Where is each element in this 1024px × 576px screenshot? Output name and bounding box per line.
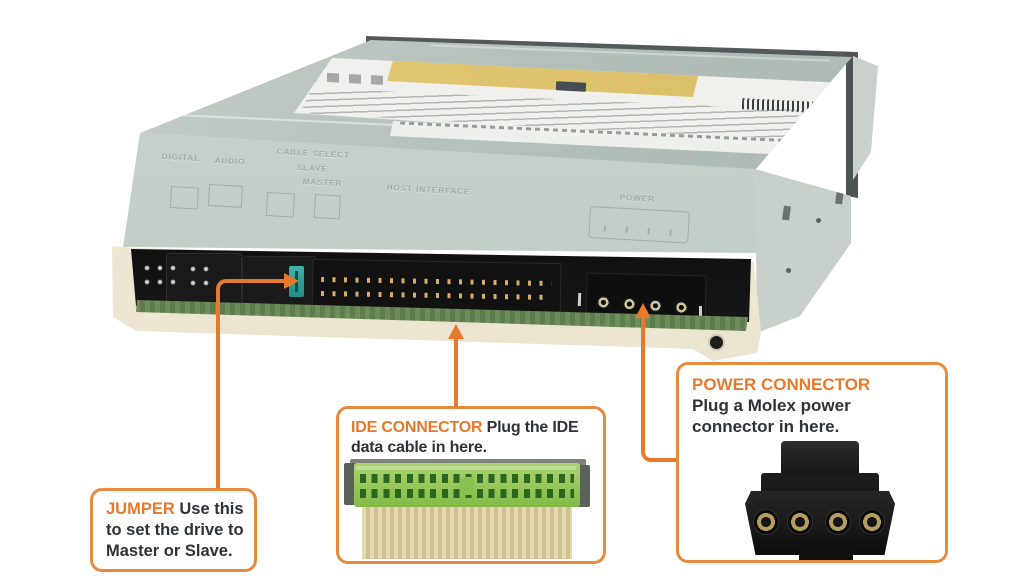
- callout-power-text: POWER CONNECTOR Plug a Molex power conne…: [692, 374, 887, 437]
- ide-pin-row-1: [321, 276, 552, 286]
- top-face-screw-hole: [820, 136, 825, 141]
- callout-ide-title: IDE CONNECTOR: [351, 419, 483, 436]
- molex-socket-2: [787, 509, 813, 535]
- jumper-callout-line: [216, 279, 292, 492]
- ide-connector-ridge: [356, 466, 576, 470]
- arrow-up-icon-ide: [448, 324, 464, 339]
- molex-socket-3: [825, 509, 851, 535]
- ide-cable-photo: [344, 453, 594, 559]
- side-vent-slot-2: [835, 189, 844, 205]
- side-screw-hole-2: [786, 268, 791, 273]
- panel-label-slave: SLAVE: [296, 163, 329, 174]
- callout-jumper: JUMPER Use this to set the drive to Mast…: [90, 488, 257, 572]
- ide-cable-connector: [354, 463, 580, 507]
- molex-socket-1: [753, 509, 779, 535]
- digital-audio-pins: [141, 262, 181, 292]
- callout-ide-text: IDE CONNECTOR Plug the IDE data cable in…: [351, 418, 597, 458]
- panel-power-outline: [588, 206, 690, 244]
- molex-connector-photo: [715, 441, 921, 560]
- rail-mounting-hole: [710, 336, 723, 349]
- side-screw-hole: [816, 218, 821, 223]
- molex-socket-4: [859, 509, 885, 535]
- callout-ide: IDE CONNECTOR Plug the IDE data cable in…: [336, 406, 606, 564]
- callout-power-title: POWER CONNECTOR: [692, 375, 871, 394]
- callout-power-body: Plug a Molex power connector in here.: [692, 396, 851, 436]
- panel-label-audio: AUDIO: [214, 156, 246, 167]
- callout-jumper-body: Use this to set the drive to Master or S…: [106, 500, 244, 560]
- panel-diagram-box-4: [313, 194, 341, 220]
- molex-top-block: [781, 441, 859, 479]
- panel-label-digital: DIGITAL: [161, 152, 201, 164]
- panel-label-power: POWER: [619, 193, 656, 204]
- panel-diagram-box-1: [169, 186, 199, 210]
- callout-ide-body: Plug the IDE data cable in here.: [351, 419, 579, 456]
- side-vent-slot: [782, 205, 791, 221]
- ide-cable-endcap-right: [577, 465, 590, 507]
- label-cert-logos: [304, 71, 391, 86]
- power-key-mark-right: [699, 306, 702, 319]
- callout-jumper-title: JUMPER: [106, 500, 175, 518]
- callout-jumper-text: JUMPER Use this to set the drive to Mast…: [106, 499, 248, 562]
- panel-label-master: MASTER: [302, 177, 343, 189]
- ide-key-tab: [460, 477, 474, 495]
- callout-power: POWER CONNECTOR Plug a Molex power conne…: [676, 362, 948, 563]
- power-pin-1: [596, 295, 611, 310]
- ide-cable-endcap-left: [344, 463, 357, 505]
- panel-power-pin-marks: [603, 225, 676, 236]
- power-key-mark-left: [577, 292, 582, 307]
- molex-flange: [761, 473, 879, 495]
- power-callout-line: [641, 317, 681, 462]
- arrow-right-icon: [284, 273, 299, 289]
- panel-diagram-box-3: [265, 192, 295, 218]
- panel-diagram-box-2: [207, 184, 243, 208]
- ide-pin-row-2: [320, 290, 551, 300]
- ide-ribbon-cable: [362, 507, 572, 559]
- label-brand-mark: [555, 81, 587, 92]
- audio-pins: [187, 263, 213, 293]
- ide-callout-line: [454, 338, 458, 408]
- arrow-up-icon-power: [635, 303, 651, 318]
- molex-cable-stub: [799, 551, 853, 560]
- panel-label-host-interface: HOST INTERFACE: [386, 183, 471, 197]
- power-pin-4: [674, 300, 689, 315]
- panel-label-cable-select: CABLE SELECT: [276, 147, 351, 161]
